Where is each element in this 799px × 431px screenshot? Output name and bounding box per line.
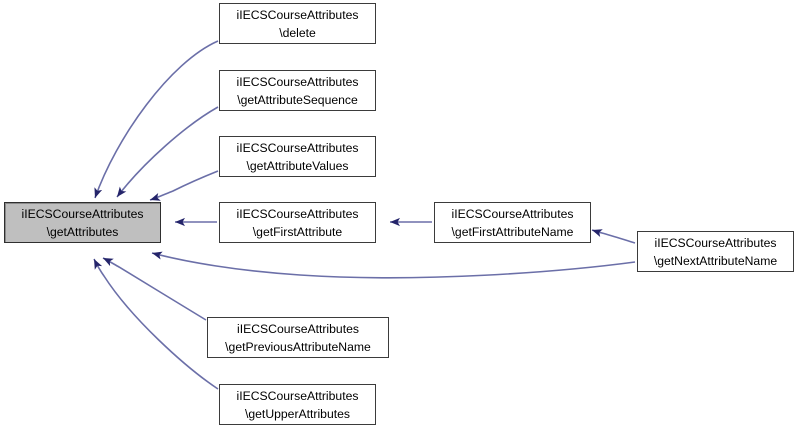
edge-getpreviousattributename-to-getattributes bbox=[102, 257, 207, 321]
node-delete[interactable]: iIECSCourseAttributes \delete bbox=[219, 3, 376, 44]
node-getnextattributename-class: iIECSCourseAttributes bbox=[654, 235, 777, 250]
node-getupperattributes-class: iIECSCourseAttributes bbox=[236, 388, 359, 403]
node-getattributesequence[interactable]: iIECSCourseAttributes \getAttributeSeque… bbox=[219, 70, 376, 111]
node-getattributevalues-class: iIECSCourseAttributes bbox=[236, 140, 359, 155]
node-getattributesequence-class: iIECSCourseAttributes bbox=[236, 74, 359, 89]
node-getattributes-class: iIECSCourseAttributes bbox=[21, 206, 144, 221]
node-getupperattributes[interactable]: iIECSCourseAttributes \getUpperAttribute… bbox=[219, 384, 376, 425]
edge-getnextattributename-to-getfirstattributename bbox=[591, 229, 636, 244]
node-getattributevalues-method: \getAttributeValues bbox=[246, 158, 349, 173]
node-getpreviousattributename-method: \getPreviousAttributeName bbox=[225, 339, 371, 354]
edge-getattributesequence-to-getattributes bbox=[116, 106, 219, 198]
node-getfirstattribute-method: \getFirstAttribute bbox=[252, 224, 343, 239]
edge-getattributevalues-to-getattributes bbox=[149, 170, 219, 201]
node-getpreviousattributename-class: iIECSCourseAttributes bbox=[237, 321, 359, 336]
node-getupperattributes-method: \getUpperAttributes bbox=[244, 406, 350, 421]
node-getnextattributename-method: \getNextAttributeName bbox=[653, 253, 778, 268]
node-getattributesequence-method: \getAttributeSequence bbox=[237, 92, 358, 107]
edge-getnextattributename-to-getattributes bbox=[151, 251, 636, 279]
node-delete-class: iIECSCourseAttributes bbox=[236, 7, 359, 22]
node-getfirstattributename-method: \getFirstAttributeName bbox=[451, 224, 574, 239]
node-getattributevalues[interactable]: iIECSCourseAttributes \getAttributeValue… bbox=[219, 136, 376, 177]
node-getattributes-method: \getAttributes bbox=[46, 224, 119, 239]
node-getnextattributename[interactable]: iIECSCourseAttributes \getNextAttributeN… bbox=[637, 231, 794, 272]
node-getfirstattributename[interactable]: iIECSCourseAttributes \getFirstAttribute… bbox=[434, 202, 591, 243]
node-getfirstattribute[interactable]: iIECSCourseAttributes \getFirstAttribute bbox=[219, 202, 376, 243]
edge-delete-to-getattributes bbox=[94, 40, 219, 199]
node-getattributes[interactable]: iIECSCourseAttributes \getAttributes bbox=[4, 202, 161, 243]
node-getpreviousattributename[interactable]: iIECSCourseAttributes \getPreviousAttrib… bbox=[207, 317, 389, 358]
edge-getupperattributes-to-getattributes bbox=[93, 258, 219, 390]
node-getfirstattributename-class: iIECSCourseAttributes bbox=[451, 206, 574, 221]
node-getfirstattribute-class: iIECSCourseAttributes bbox=[236, 206, 359, 221]
node-delete-method: \delete bbox=[279, 25, 316, 40]
